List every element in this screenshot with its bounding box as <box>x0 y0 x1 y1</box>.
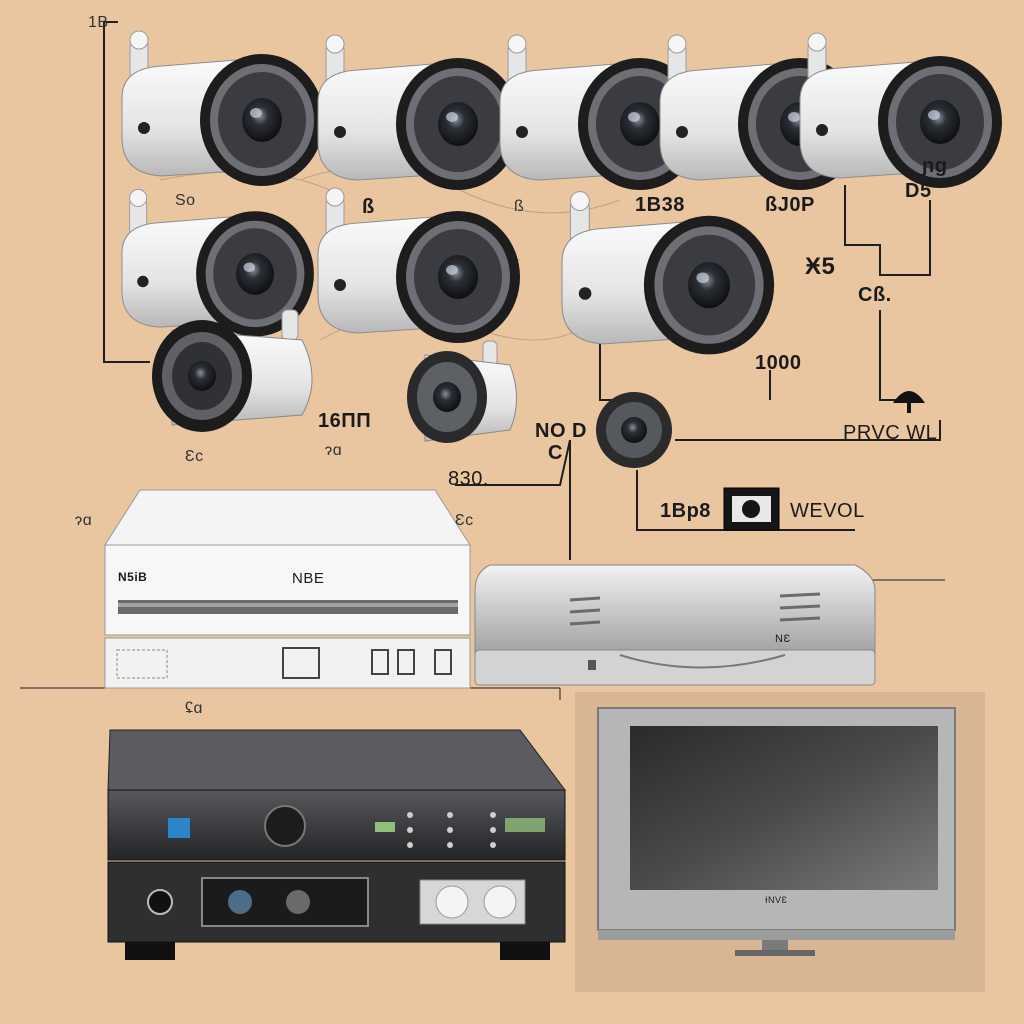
label-code-b0p: ßJ0P <box>765 194 815 216</box>
label-1bp8: 1Bp8 <box>660 500 711 522</box>
label-right-d: D5 <box>905 180 932 202</box>
mini-camera[interactable] <box>407 340 517 443</box>
label-c: C <box>548 442 563 464</box>
label-mid-sc3: Ɛc <box>455 512 474 529</box>
video-icon <box>723 487 780 531</box>
label-top-left: 1B <box>88 14 109 31</box>
device-brand-plate: N5iB <box>118 570 148 584</box>
bullet-camera[interactable] <box>317 34 521 191</box>
label-830: 830. <box>448 468 489 490</box>
bullet-camera[interactable] <box>317 187 521 344</box>
bullet-camera[interactable] <box>799 32 1003 189</box>
camera-row-3 <box>152 309 672 468</box>
indicator-led <box>168 818 190 838</box>
nvr-white-unit[interactable] <box>104 489 471 689</box>
label-wevol: WEVOL <box>790 500 865 522</box>
mini-dome-camera[interactable] <box>596 392 672 468</box>
label-left-sc2: ɂɑ <box>75 512 93 529</box>
speaker-icon <box>893 391 925 413</box>
dome-camera[interactable] <box>152 309 313 432</box>
bullet-camera[interactable] <box>121 30 325 187</box>
label-right-pq: ɲg <box>922 155 948 177</box>
label-row1-c: ß <box>514 198 525 215</box>
power-button[interactable] <box>264 805 306 847</box>
label-right-cb: Cß. <box>858 284 892 306</box>
label-1000: 1000 <box>755 352 802 374</box>
label-under-device: ʢɑ <box>185 700 203 717</box>
monitor-brand: ƗNVƐ <box>765 895 788 905</box>
label-no-d: NO D <box>535 420 587 442</box>
label-prive: PRVC WL <box>843 422 938 444</box>
camera-row-1 <box>121 30 1003 191</box>
label-right-x5: Ӿ5 <box>805 253 836 280</box>
dvr-silver-unit[interactable] <box>474 564 876 686</box>
label-mid-sa: ɂɑ <box>325 442 343 459</box>
label-16: 16ΠΠ <box>318 410 372 432</box>
label-row1-b: ß <box>362 196 375 218</box>
monitor-screen <box>630 726 938 890</box>
usb-port <box>282 647 320 679</box>
lcd-monitor[interactable] <box>575 692 985 992</box>
label-row1-a: Ѕo <box>175 192 196 209</box>
device-label-ne: NƐ <box>775 633 791 645</box>
device-label-nbe: NBE <box>292 570 325 587</box>
label-code-1b38: 1B38 <box>635 194 685 216</box>
recorder-black-unit[interactable] <box>107 729 566 960</box>
label-left-sc: Ɛc <box>185 448 204 465</box>
